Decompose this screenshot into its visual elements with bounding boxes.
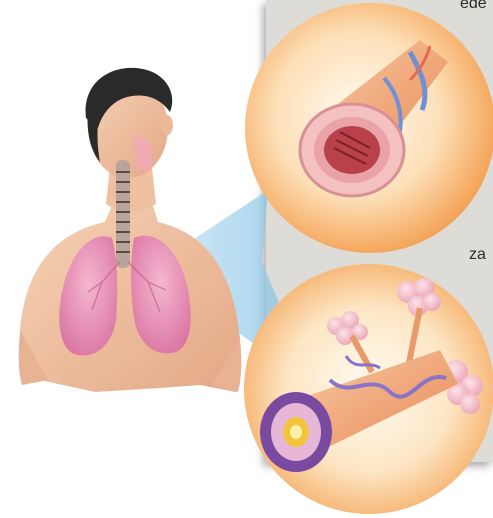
bronchus-inset [245,3,493,253]
bronchiole-inset [244,264,493,514]
